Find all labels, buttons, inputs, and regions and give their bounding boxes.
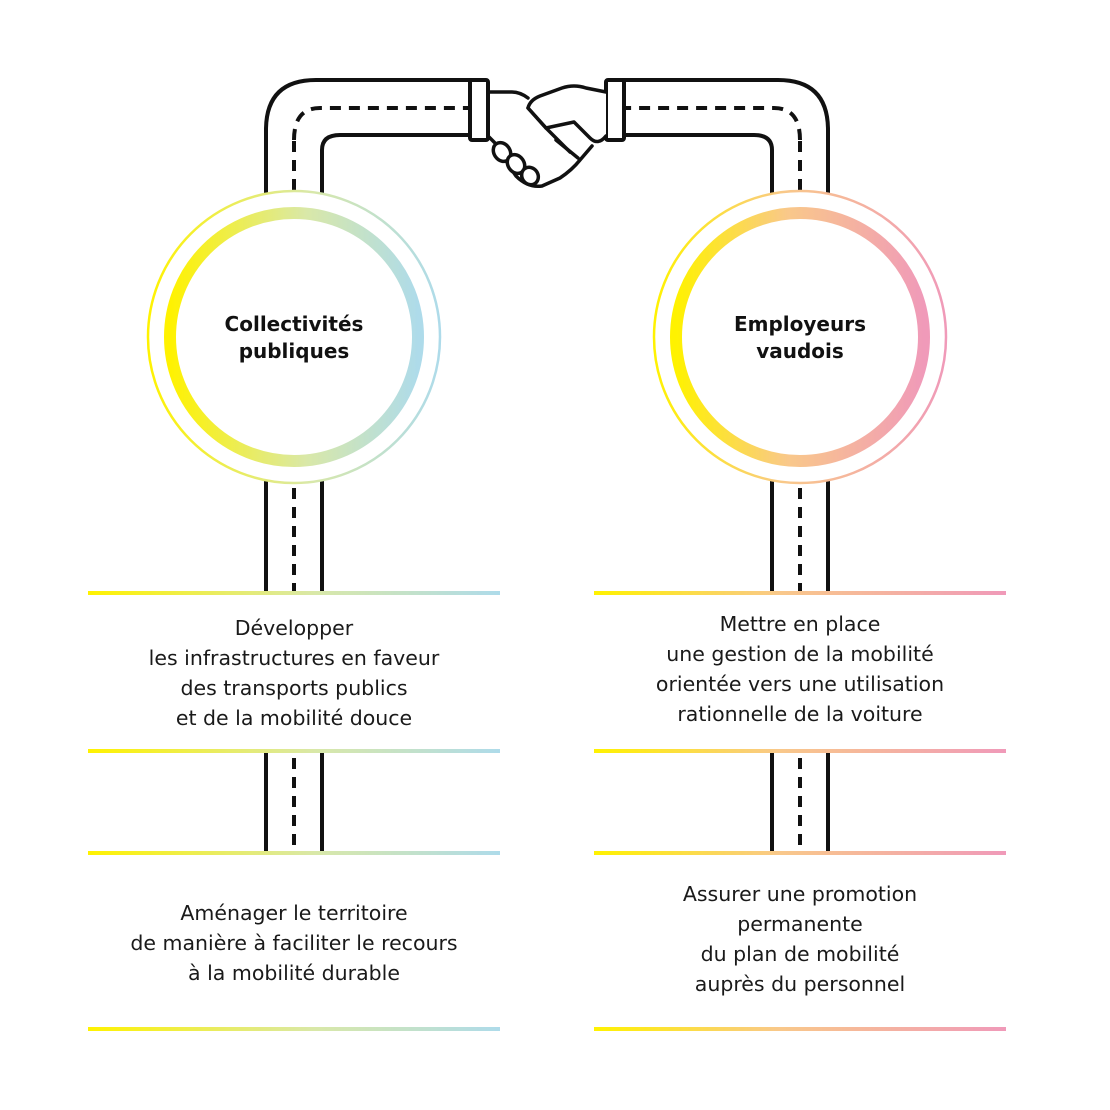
text-left-developper: Développer les infrastructures en faveur…	[84, 613, 504, 733]
road-right-center-dashes	[622, 106, 802, 852]
title-employeurs: Employeurs vaudois	[700, 311, 900, 365]
road-left-center-dashes	[292, 106, 472, 852]
text-line: auprès du personnel	[694, 972, 906, 996]
text-line: Assurer une promotion	[682, 882, 918, 906]
text-line: permanente	[737, 912, 863, 936]
text-line: du plan de mobilité	[700, 942, 900, 966]
handshake-icon	[486, 84, 608, 189]
circle-collectivites	[146, 189, 442, 485]
text-line: des transports publics	[180, 676, 408, 700]
circle-employeurs	[652, 189, 948, 485]
text-line: Mettre en place	[719, 612, 881, 636]
text-right-assurer: Assurer une promotion permanente du plan…	[590, 879, 1010, 999]
road-cap-left	[468, 78, 490, 142]
text-line: une gestion de la mobilité	[666, 642, 934, 666]
road-cap-right	[604, 78, 626, 142]
text-right-mettre-en-place: Mettre en place une gestion de la mobili…	[590, 609, 1010, 729]
text-line: à la mobilité durable	[188, 961, 400, 985]
road-right	[622, 78, 830, 852]
title-line: publiques	[238, 339, 350, 363]
text-left-amenager: Aménager le territoire de manière à faci…	[84, 898, 504, 988]
text-line: de manière à faciliter le recours	[130, 931, 458, 955]
text-line: Aménager le territoire	[180, 901, 408, 925]
title-collectivites: Collectivités publiques	[194, 311, 394, 365]
title-line: vaudois	[756, 339, 844, 363]
road-left	[264, 78, 472, 852]
dividers-left	[88, 591, 500, 1031]
text-line: Développer	[234, 616, 354, 640]
text-line: les infrastructures en faveur	[148, 646, 440, 670]
title-line: Collectivités	[224, 312, 364, 336]
text-line: et de la mobilité douce	[175, 706, 413, 730]
text-line: rationnelle de la voiture	[677, 702, 923, 726]
text-line: orientée vers une utilisation	[655, 672, 945, 696]
title-line: Employeurs	[733, 312, 867, 336]
dividers-right	[594, 591, 1006, 1031]
